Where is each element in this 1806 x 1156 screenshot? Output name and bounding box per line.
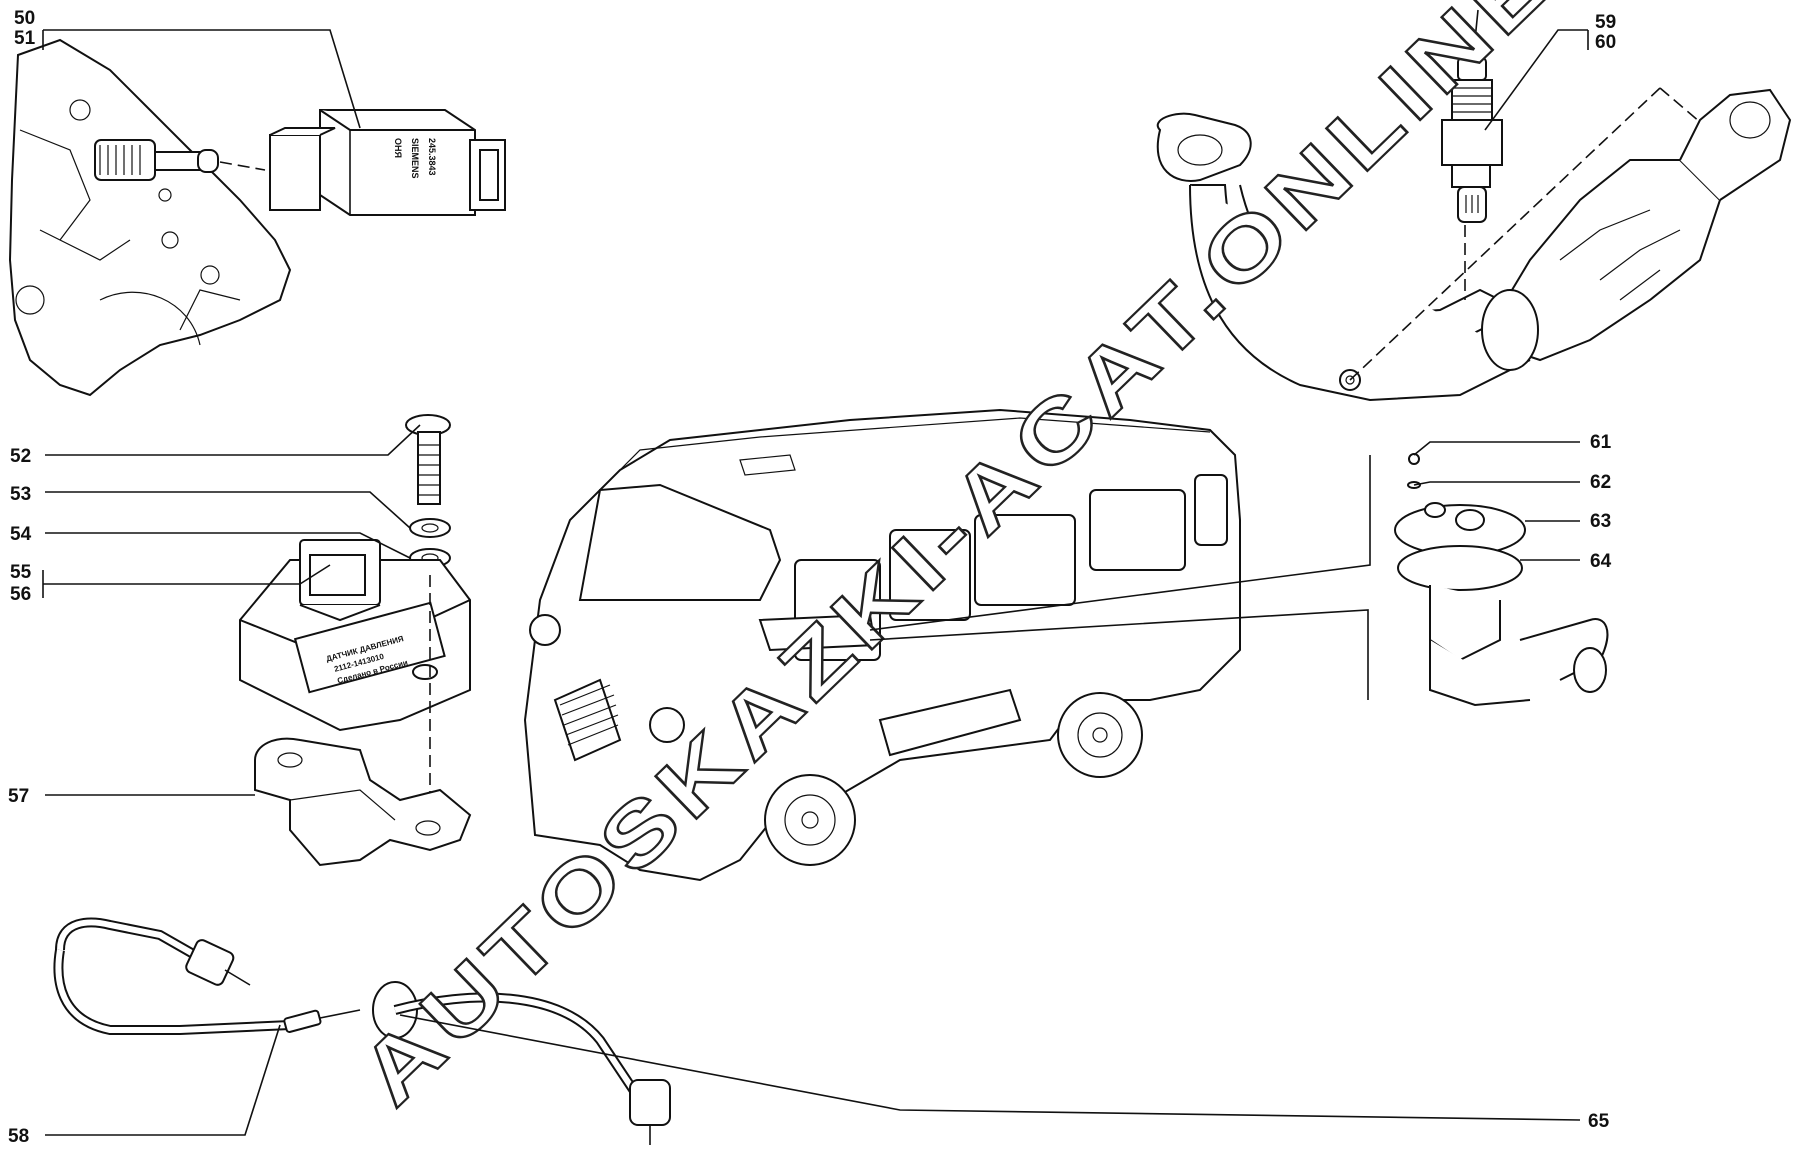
callout-63: 63 [1590,511,1611,532]
washer-53 [409,518,451,538]
screw [405,414,451,505]
fuel-pump-module [1394,453,1609,707]
sensor-label-2: SIEMENS [410,138,420,179]
callout-labels: 50 51 52 53 54 55 56 57 58 59 60 61 62 6… [8,8,1616,1147]
callout-51: 51 [14,28,36,49]
callout-60: 60 [1595,32,1616,53]
speedometer-cable [53,917,671,1145]
engine-block-fragment [8,38,292,397]
callout-59: 59 [1595,12,1616,33]
callout-56: 56 [10,584,31,605]
callout-58: 58 [8,1126,29,1147]
mounting-bracket [254,737,472,867]
callout-55: 55 [10,562,32,583]
catalytic-converter [1481,88,1792,371]
callout-64: 64 [1590,551,1612,572]
callout-50: 50 [14,8,35,29]
callout-61: 61 [1590,432,1612,453]
exhaust-pipe [1156,112,1531,402]
callout-53: 53 [10,484,31,505]
sensor-label-1: ОНЯ [393,138,403,158]
sensor-label-3: 245.3843 [427,138,437,176]
callout-62: 62 [1590,472,1611,493]
callout-52: 52 [10,446,31,467]
siemens-sensor: ОНЯ SIEMENS 245.3843 [269,109,506,216]
pressure-sensor-module: ДАТЧИК ДАВЛЕНИЯ 2112-1413010 Сделано в Р… [239,539,471,732]
callout-57: 57 [8,786,29,807]
oxygen-sensor [1441,9,1503,223]
watermark: AUTOSKAZKI-ACAT.ONLINE [342,0,1574,1124]
temperature-sensor [94,139,219,181]
callout-65: 65 [1588,1111,1610,1132]
uaz-van [523,408,1241,882]
callout-54: 54 [10,524,32,545]
leader-lines [42,29,1589,1136]
